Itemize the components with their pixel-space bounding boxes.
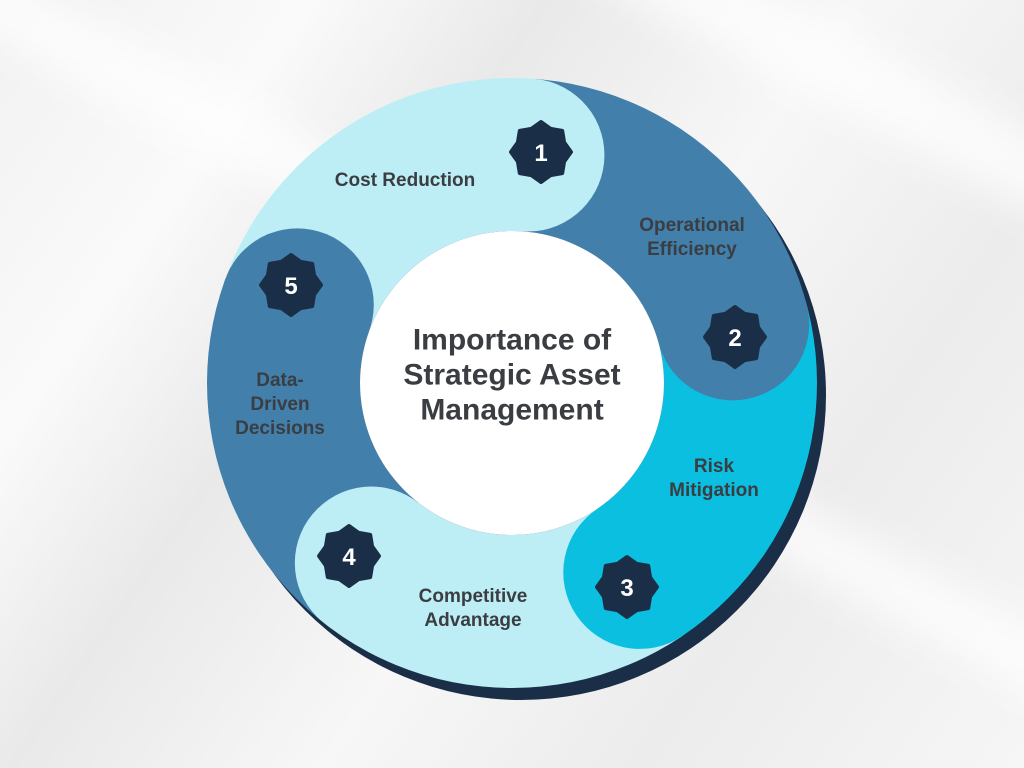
label-risk-mitigation: Risk Mitigation [669, 455, 759, 503]
label-line: Data- [256, 370, 304, 391]
step-badge: 1 [509, 120, 573, 184]
badge-star-icon [259, 253, 323, 317]
label-line: Risk [693, 456, 735, 477]
label-line: Mitigation [669, 480, 759, 501]
badge-star-icon [317, 524, 381, 588]
label-competitive-advantage: Competitive Advantage [419, 585, 528, 633]
center-circle [360, 231, 664, 535]
label-operational-efficiency: Operational Efficiency [639, 214, 745, 262]
label-line: Efficiency [647, 239, 737, 260]
label-data-driven-decisions: Data- Driven Decisions [235, 369, 325, 441]
badge-number: 3 [620, 575, 633, 602]
badge-star-icon [703, 305, 767, 369]
title-line: Strategic Asset [403, 358, 621, 392]
title-line: Management [420, 393, 604, 427]
label-line: Decisions [235, 418, 325, 439]
badge-number: 4 [342, 544, 356, 571]
step-badge: 2 [703, 305, 767, 369]
badge-number: 1 [534, 140, 547, 167]
step-badge: 5 [259, 253, 323, 317]
badge-number: 2 [728, 325, 741, 352]
label-line: Driven [250, 394, 310, 415]
label-line: Operational [639, 215, 745, 236]
step-badge: 3 [595, 555, 659, 619]
label-line: Competitive [418, 586, 528, 607]
badge-star-icon [509, 120, 573, 184]
step-badge: 4 [317, 524, 381, 588]
label-line: Advantage [424, 610, 522, 631]
badge-number: 5 [284, 273, 297, 300]
title-line: Importance of [412, 323, 612, 357]
label-line: Cost Reduction [334, 170, 476, 191]
diagram-title: Importance of Strategic Asset Management [403, 323, 620, 428]
label-cost-reduction: Cost Reduction [335, 169, 475, 193]
badge-star-icon [595, 555, 659, 619]
